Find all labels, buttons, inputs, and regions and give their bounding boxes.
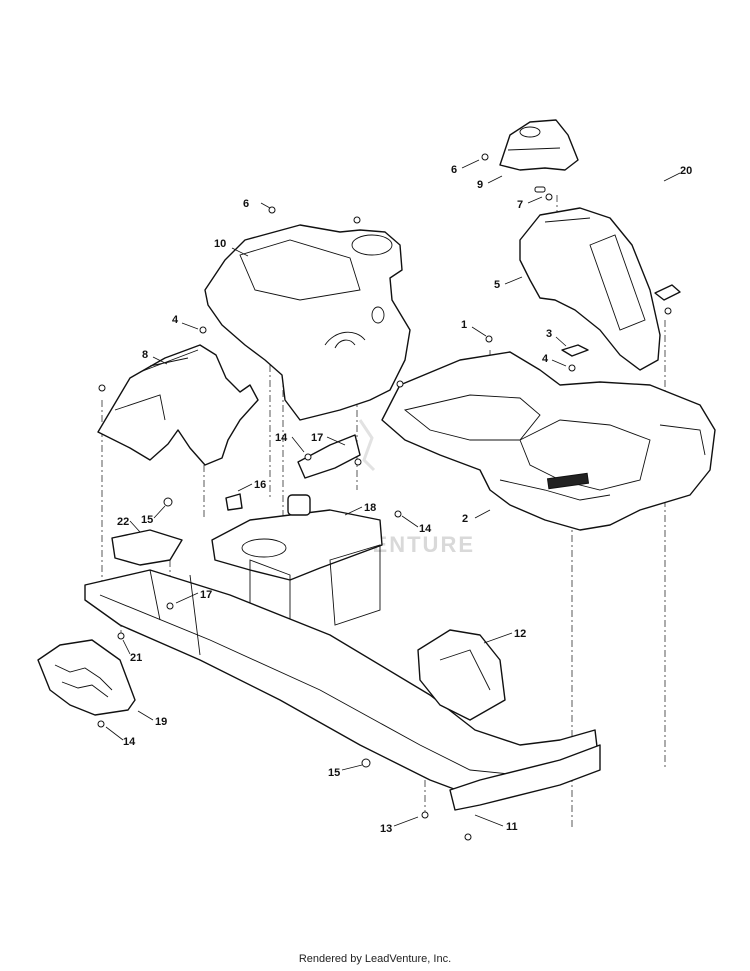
- part-8-fender: [97, 344, 259, 466]
- callout-4: 4: [172, 314, 179, 326]
- part-22-plate: [111, 529, 183, 566]
- callout-18: 18: [364, 502, 376, 514]
- callout-6: 6: [451, 164, 457, 176]
- callout-11: 11: [506, 821, 518, 833]
- main-frame: [84, 569, 601, 811]
- callout-14-b: 14: [419, 523, 432, 535]
- part-3-pad: [561, 344, 589, 357]
- callout-17-a: 17: [311, 432, 323, 444]
- callout-12: 12: [514, 628, 526, 640]
- part-9-top-cover: [499, 119, 579, 171]
- part-5-steering-console: [519, 207, 661, 371]
- callout-2: 2: [462, 513, 468, 525]
- part-19-pedal-plate: [37, 639, 136, 716]
- callout-1: 1: [461, 319, 467, 331]
- callout-7-b: 7: [517, 199, 523, 211]
- leader-lines: [105, 159, 681, 827]
- callout-8: 8: [142, 349, 148, 361]
- part-3-pad-b: [654, 284, 681, 301]
- callout-13: 13: [380, 823, 392, 835]
- callout-15-b: 15: [328, 767, 340, 779]
- part-16-knob: [225, 493, 243, 511]
- callout-3: 3: [546, 328, 552, 340]
- callout-17-b: 17: [200, 589, 212, 601]
- callout-9: 9: [477, 179, 483, 191]
- callout-4-b: 4: [542, 353, 549, 365]
- callout-22: 22: [117, 516, 129, 528]
- part-2-deck: [381, 351, 716, 531]
- callout-20: 20: [680, 165, 692, 177]
- callouts: 6 10 4 8 1 3 4 5 6 9 7 20 14 17 16 18 14…: [117, 164, 692, 835]
- callout-7: 6: [243, 198, 249, 210]
- footer-credit: Rendered by LeadVenture, Inc.: [298, 953, 452, 965]
- callout-14-c: 14: [123, 736, 136, 748]
- part-18-seat-frame: [211, 494, 383, 641]
- callout-14-a: 14: [275, 432, 288, 444]
- callout-5: 5: [494, 279, 500, 291]
- fasteners: [97, 153, 672, 841]
- callout-21: 21: [130, 652, 142, 664]
- callout-19: 19: [155, 716, 167, 728]
- part-17-bracket: [297, 434, 361, 479]
- callout-15-a: 15: [141, 514, 153, 526]
- callout-16: 16: [254, 479, 266, 491]
- part-10-console: [204, 224, 411, 421]
- callout-10: 10: [214, 238, 226, 250]
